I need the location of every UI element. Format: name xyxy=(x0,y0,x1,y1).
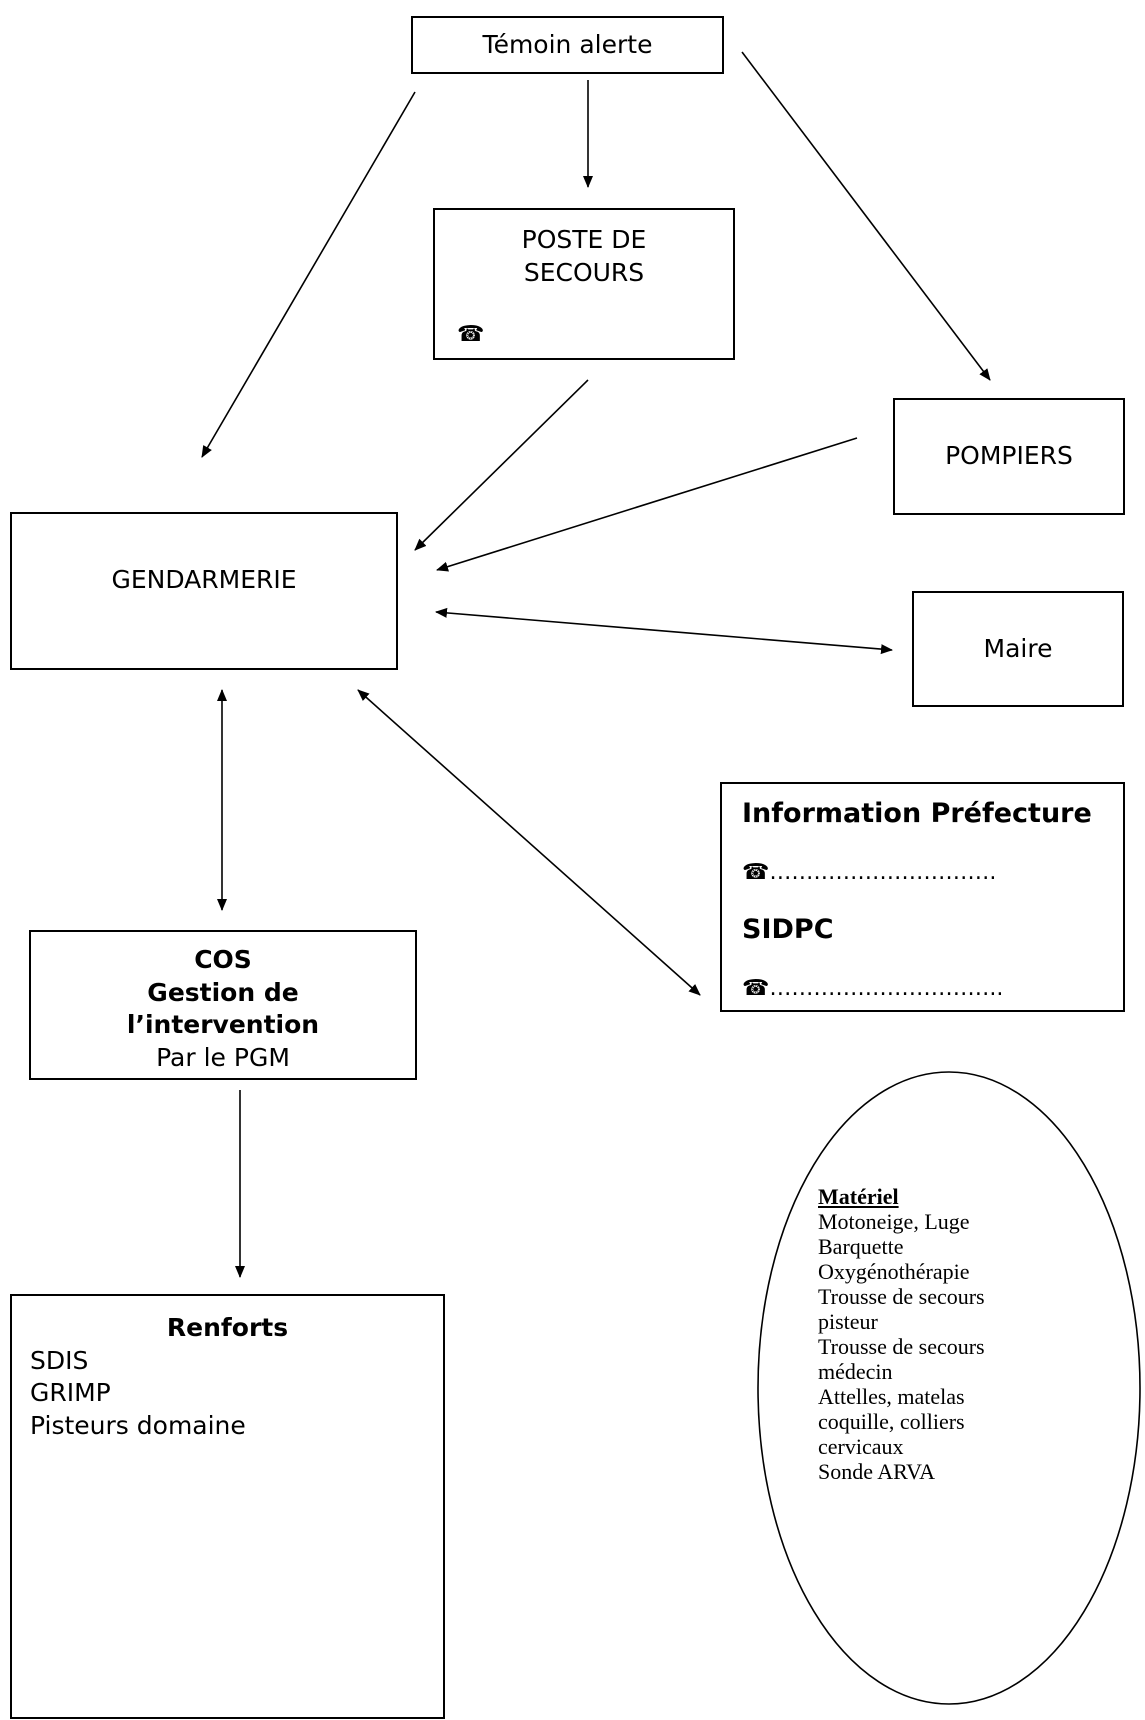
cos-line1: COS xyxy=(194,945,252,974)
materiel-item: Sonde ARVA xyxy=(818,1459,936,1484)
materiel-item: Motoneige, Luge xyxy=(818,1209,970,1234)
cos-line2: Gestion de xyxy=(147,977,299,1007)
sidpc-phone-dots: ………………………….. xyxy=(769,976,1004,1001)
cos-line3: l’intervention xyxy=(126,1010,320,1039)
renforts-box: Renforts SDIS GRIMP Pisteurs domaine xyxy=(10,1294,445,1719)
arrow-gendarmerie-maire xyxy=(435,607,893,655)
renforts-item: GRIMP xyxy=(30,1378,111,1407)
phone-icon: ☎ xyxy=(457,322,485,348)
pompiers-box: POMPIERS xyxy=(893,398,1125,515)
renforts-item: Pisteurs domaine xyxy=(30,1410,246,1440)
materiel-item: pisteur xyxy=(818,1309,878,1334)
temoin-alerte-box: Témoin alerte xyxy=(411,16,724,74)
arrow-pompiers-to-gendarmerie xyxy=(436,437,858,572)
pompiers-label: POMPIERS xyxy=(945,441,1073,471)
materiel-item: Attelles, matelas xyxy=(818,1384,965,1409)
arrow-gendarmerie-prefecture xyxy=(357,689,701,996)
arrow-temoin-to-gendarmerie xyxy=(201,91,416,458)
materiel-title: Matériel xyxy=(818,1184,899,1209)
cos-box: COS Gestion de l’intervention Par le PGM xyxy=(29,930,417,1080)
arrow-poste-to-gendarmerie xyxy=(414,379,589,551)
prefecture-phone-line: ☎…………………………. xyxy=(742,860,996,885)
poste-label-line2: SECOURS xyxy=(523,257,645,287)
arrow-temoin-to-pompiers xyxy=(741,51,991,381)
maire-box: Maire xyxy=(912,591,1124,707)
prefecture-box: Information Préfecture ☎…………………………. SIDP… xyxy=(720,782,1125,1012)
poste-label-line1: POSTE DE xyxy=(521,225,647,254)
prefecture-title: Information Préfecture xyxy=(742,798,1092,829)
sidpc-phone-line: ☎………………………….. xyxy=(742,976,1003,1001)
renforts-title: Renforts xyxy=(166,1313,289,1342)
phone-icon: ☎ xyxy=(742,860,770,885)
maire-label: Maire xyxy=(983,633,1053,663)
materiel-item: cervicaux xyxy=(818,1434,904,1459)
materiel-item: Trousse de secours xyxy=(818,1334,985,1359)
gendarmerie-label: GENDARMERIE xyxy=(111,565,297,594)
materiel-ellipse xyxy=(757,1071,1141,1705)
cos-line4: Par le PGM xyxy=(156,1042,290,1072)
materiel-item: coquille, colliers xyxy=(818,1409,965,1434)
renforts-item: SDIS xyxy=(30,1345,89,1375)
sidpc-title: SIDPC xyxy=(742,914,834,945)
gendarmerie-box: GENDARMERIE xyxy=(10,512,398,670)
materiel-list: Matériel Motoneige, Luge Barquette Oxygé… xyxy=(818,1184,985,1484)
prefecture-phone-dots: …………………………. xyxy=(769,860,997,885)
materiel-item: Barquette xyxy=(818,1234,904,1259)
materiel-item: médecin xyxy=(818,1359,893,1384)
materiel-item: Oxygénothérapie xyxy=(818,1259,970,1284)
temoin-alerte-label: Témoin alerte xyxy=(482,29,653,59)
phone-icon: ☎ xyxy=(742,976,770,1001)
poste-de-secours-box: POSTE DE SECOURS ☎ xyxy=(433,208,735,360)
materiel-item: Trousse de secours xyxy=(818,1284,985,1309)
